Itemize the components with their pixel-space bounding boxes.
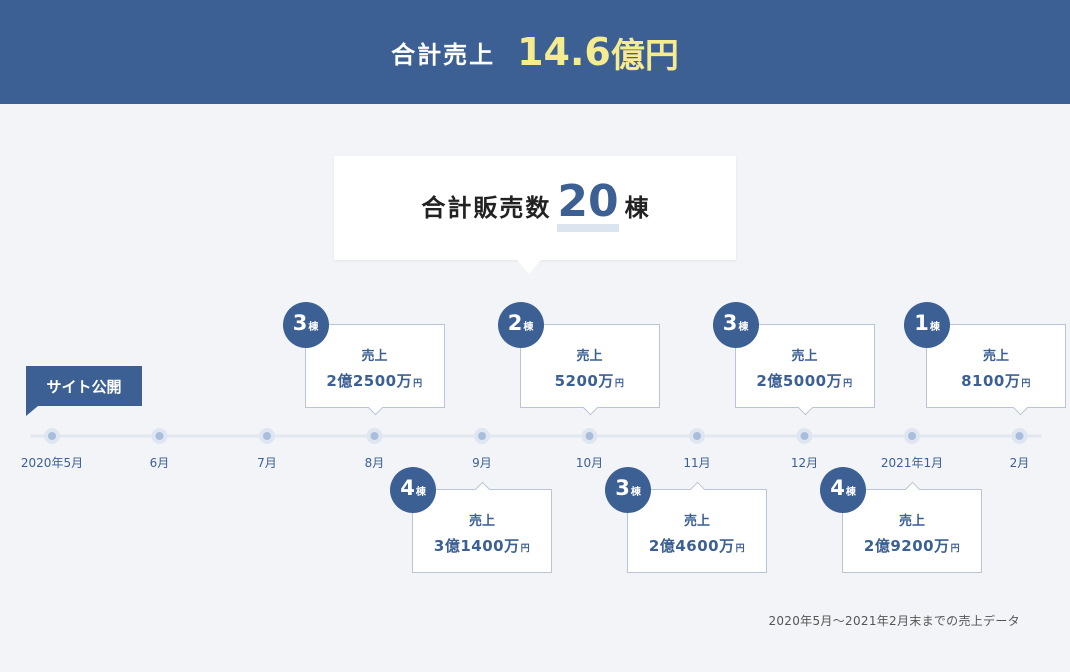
total-sales-unit: 億円 xyxy=(610,35,679,76)
sales-amount-yen: 円 xyxy=(520,544,531,554)
callout-sales-amount: 3億1400万円 xyxy=(413,535,551,556)
sales-amount-value: 2億9200万 xyxy=(863,537,950,555)
callout-sales-amount: 5200万円 xyxy=(521,370,659,391)
timeline-dot xyxy=(48,432,56,440)
sales-callout: 売上 8100万円 xyxy=(926,324,1066,416)
timeline-dot xyxy=(1015,432,1024,440)
sales-amount-value: 2億2500万 xyxy=(326,372,413,390)
sales-callout: 売上 5200万円 xyxy=(519,324,660,416)
total-units-value: 20 xyxy=(557,180,619,232)
callout-sales-amount: 8100万円 xyxy=(927,370,1065,391)
callout-sales-label: 売上 xyxy=(576,349,603,364)
callout-sales-label: 売上 xyxy=(468,514,495,529)
sales-amount-yen: 円 xyxy=(614,379,625,389)
callout-sales-label: 売上 xyxy=(791,349,818,364)
timeline-dot xyxy=(478,432,486,440)
sales-amount-value: 3億1400万 xyxy=(433,537,520,555)
units-sold-count: 4 xyxy=(830,476,845,500)
month-tick-label: 9月 xyxy=(472,456,492,470)
units-sold-unit: 棟 xyxy=(929,322,940,333)
sales-callout: 売上 3億1400万円 xyxy=(412,481,552,573)
month-tick-label: 7月 xyxy=(257,456,277,470)
callout-sales-amount: 2億9200万円 xyxy=(843,535,981,556)
total-sales-banner: 合計売上 14.6 億円 xyxy=(0,0,1070,104)
sales-callout: 売上 2億4600万円 xyxy=(627,481,767,573)
sales-callout: 売上 2億9200万円 xyxy=(842,481,982,573)
units-sold-count: 3 xyxy=(615,476,630,500)
units-sold-unit: 棟 xyxy=(845,487,856,498)
month-tick-label: 2月 xyxy=(1010,456,1030,470)
callout-sales-amount: 2億4600万円 xyxy=(628,535,766,556)
timeline-dots xyxy=(44,428,1028,444)
sales-amount-value: 2億5000万 xyxy=(756,372,843,390)
units-sold-count: 4 xyxy=(400,476,415,500)
total-units-box: 合計販売数 20 棟 xyxy=(334,156,736,274)
callout-sales-label: 売上 xyxy=(361,349,388,364)
sales-callout: 売上 2億2500万円 xyxy=(304,324,445,416)
callout-sales-label: 売上 xyxy=(683,514,710,529)
timeline-dot xyxy=(263,432,271,440)
month-tick-label: 11月 xyxy=(683,456,710,470)
sales-amount-value: 5200万 xyxy=(554,372,614,390)
callout-sales-label: 売上 xyxy=(982,349,1009,364)
sales-amount-yen: 円 xyxy=(843,379,853,389)
sales-amount-value: 8100万 xyxy=(961,372,1021,390)
units-sold-unit: 棟 xyxy=(523,322,534,333)
month-tick-label: 2020年5月 xyxy=(21,456,83,470)
sales-amount-yen: 円 xyxy=(735,544,746,554)
units-sold-count: 2 xyxy=(507,311,523,335)
timeline-dot xyxy=(585,432,594,440)
month-tick-label: 2021年1月 xyxy=(881,456,943,470)
timeline-dot xyxy=(693,432,701,440)
month-tick-label: 6月 xyxy=(150,456,170,470)
total-units-row: 合計販売数 20 棟 xyxy=(334,180,736,232)
callout-sales-label: 売上 xyxy=(898,514,925,529)
callout-sales-amount: 2億2500万円 xyxy=(306,370,444,391)
total-units-label: 合計販売数 xyxy=(421,194,552,222)
sales-callout: 売上 2億5000万円 xyxy=(734,324,875,416)
month-tick-label: 12月 xyxy=(791,456,818,470)
timeline-dot xyxy=(370,432,379,440)
sales-amount-yen: 円 xyxy=(950,544,961,554)
timeline-dot xyxy=(908,432,916,440)
callout-sales-amount: 2億5000万円 xyxy=(736,370,874,391)
units-sold-unit: 棟 xyxy=(630,487,641,498)
site-launch-badge: サイト公開 xyxy=(26,366,142,416)
timeline-tick-labels: 2020年5月 6月 7月 8月 9月 10月 11月 12月 2021年1月 2月 xyxy=(21,456,1029,470)
month-tick-label: 10月 xyxy=(576,456,603,470)
sales-amount-yen: 円 xyxy=(413,379,423,389)
sales-amount-value: 2億4600万 xyxy=(648,537,735,555)
footnote: 2020年5月～2021年2月末までの売上データ xyxy=(768,614,1020,628)
total-sales-value: 14.6 xyxy=(517,30,611,74)
timeline-dot xyxy=(155,432,164,440)
units-sold-count: 3 xyxy=(292,311,308,335)
total-sales-label: 合計売上 xyxy=(391,40,496,69)
total-units-unit: 棟 xyxy=(624,194,649,222)
sales-amount-yen: 円 xyxy=(1021,379,1031,389)
units-sold-unit: 棟 xyxy=(738,322,749,333)
month-tick-label: 8月 xyxy=(365,456,385,470)
units-sold-count: 3 xyxy=(722,311,738,335)
units-sold-count: 1 xyxy=(914,311,929,335)
units-sold-unit: 棟 xyxy=(308,322,319,333)
timeline-dot xyxy=(800,432,809,440)
units-sold-unit: 棟 xyxy=(415,487,426,498)
